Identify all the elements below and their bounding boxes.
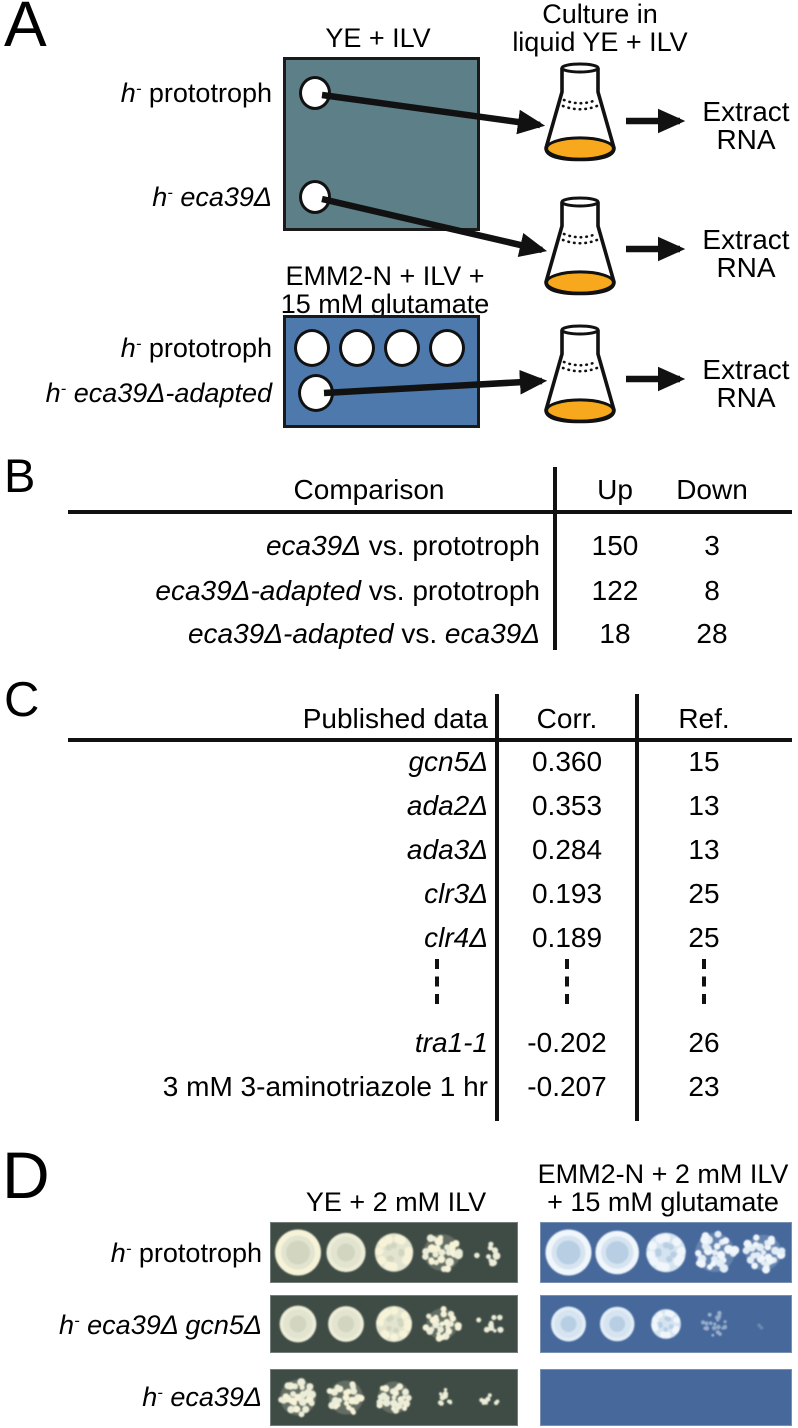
spot-assay-spots	[540, 1369, 792, 1426]
comparison-cell: eca39Δ-adapted vs. eca39Δ	[187, 618, 540, 649]
extract-rna-label: Extract RNA	[691, 98, 798, 154]
corr-cell: -0.207	[527, 1071, 607, 1102]
panel-b-label: B	[4, 449, 36, 502]
tableB-header-up: Up	[597, 474, 633, 505]
published-cell: ada2Δ	[406, 790, 488, 821]
assay-strain-label: h- prototroph	[110, 1238, 262, 1268]
spot-assay-strip	[540, 1369, 792, 1426]
colony-spot	[294, 329, 330, 367]
plate2-title-line2: 15 mM glutamate	[280, 289, 490, 319]
extract-line1: Extract	[702, 224, 790, 255]
assay-strain-label: h- eca39Δ gcn5Δ	[59, 1310, 262, 1340]
published-cell: tra1-1	[414, 1027, 488, 1058]
ref-cell: 13	[688, 834, 720, 865]
plate2-title-line1: EMM2-N + ILV +	[285, 261, 485, 291]
comparison-cell: eca39Δ vs. prototroph	[265, 530, 540, 561]
tableB-header-down: Down	[676, 474, 748, 505]
panel-c-label: C	[4, 673, 40, 727]
published-cell: clr4Δ	[424, 922, 488, 953]
tableB-column-rule	[553, 467, 557, 650]
extract-line2: RNA	[716, 382, 776, 413]
ref-cell: 15	[688, 746, 720, 777]
comparison-cell: eca39Δ-adapted vs. prototroph	[155, 575, 540, 606]
spot-assay-strip	[270, 1295, 518, 1353]
table-ellipsis	[565, 959, 569, 1011]
tableC-header-published: Published data	[302, 703, 488, 734]
extract-line2: RNA	[716, 252, 776, 283]
extract-line1: Extract	[702, 96, 790, 127]
down-cell: 28	[696, 618, 728, 649]
up-cell: 122	[591, 575, 639, 606]
spot-assay-strip	[270, 1369, 518, 1426]
corr-cell: 0.193	[531, 878, 603, 909]
culture-title-line2: liquid YE + ILV	[512, 27, 688, 57]
plate2-title: EMM2-N + ILV + 15 mM glutamate	[272, 262, 498, 318]
published-cell: clr3Δ	[424, 878, 488, 909]
assay-strain-label: h- eca39Δ	[142, 1382, 262, 1412]
ref-cell: 23	[688, 1071, 720, 1102]
panel-a-label: A	[4, 0, 47, 60]
spot-assay-strip	[540, 1295, 792, 1353]
extract-rna-label: Extract RNA	[691, 356, 798, 412]
colony-spot	[339, 329, 375, 367]
spot-assay-strip	[540, 1222, 792, 1283]
tableC-header-corr: Corr.	[536, 703, 598, 734]
spot-assay-spots	[545, 1229, 786, 1276]
corr-cell: 0.360	[531, 746, 603, 777]
tableB-header-rule	[68, 510, 792, 514]
colony-spot	[384, 329, 420, 367]
spot-assay-spots	[551, 1306, 764, 1342]
table-ellipsis	[435, 959, 439, 1011]
assay-right-title: EMM2-N + 2 mM ILV + 15 mM glutamate	[528, 1160, 798, 1216]
corr-cell: 0.189	[531, 922, 603, 953]
tableC-header-rule	[68, 738, 792, 742]
ref-cell: 25	[688, 922, 720, 953]
colony-spot	[429, 329, 465, 367]
spot-assay-spots	[279, 1305, 504, 1343]
tableC-header-ref: Ref.	[678, 703, 730, 734]
strain-label-prototroph-top: h- prototroph	[120, 78, 272, 108]
culture-title: Culture in liquid YE + ILV	[478, 0, 722, 56]
tableC-column-rule	[635, 694, 639, 1121]
published-cell: ada3Δ	[406, 834, 488, 865]
down-cell: 8	[704, 575, 720, 606]
published-cell: 3 mM 3-aminotriazole 1 hr	[162, 1071, 488, 1102]
extract-line2: RNA	[716, 124, 776, 155]
ref-cell: 26	[688, 1027, 720, 1058]
published-cell: gcn5Δ	[408, 746, 488, 777]
strain-label-prototroph-bottom: h- prototroph	[120, 333, 272, 363]
spot-assay-spots	[278, 1378, 500, 1418]
strain-label-eca39-adapted: h- eca39Δ-adapted	[45, 378, 272, 408]
extract-line1: Extract	[702, 354, 790, 385]
corr-cell: 0.353	[531, 790, 603, 821]
tableB-header-comparison: Comparison	[293, 474, 445, 505]
panel-d-label: D	[2, 1138, 50, 1212]
assay-right-title-line1: EMM2-N + 2 mM ILV	[537, 1159, 789, 1189]
corr-cell: 0.284	[531, 834, 603, 865]
assay-left-title: YE + 2 mM ILV	[305, 1187, 487, 1217]
plate1-title: YE + ILV	[325, 23, 431, 53]
ref-cell: 25	[688, 878, 720, 909]
strain-label-eca39: h- eca39Δ	[152, 182, 272, 212]
culture-title-line1: Culture in	[542, 0, 658, 29]
corr-cell: -0.202	[527, 1027, 607, 1058]
tableC-column-rule	[495, 694, 499, 1121]
down-cell: 3	[704, 530, 720, 561]
assay-right-title-line2: + 15 mM glutamate	[547, 1187, 779, 1217]
spot-assay-spots	[275, 1229, 501, 1276]
up-cell: 18	[599, 618, 631, 649]
ref-cell: 13	[688, 790, 720, 821]
spot-assay-strip	[270, 1222, 518, 1283]
up-cell: 150	[591, 530, 639, 561]
table-ellipsis	[702, 959, 706, 1011]
extract-rna-label: Extract RNA	[691, 226, 798, 282]
